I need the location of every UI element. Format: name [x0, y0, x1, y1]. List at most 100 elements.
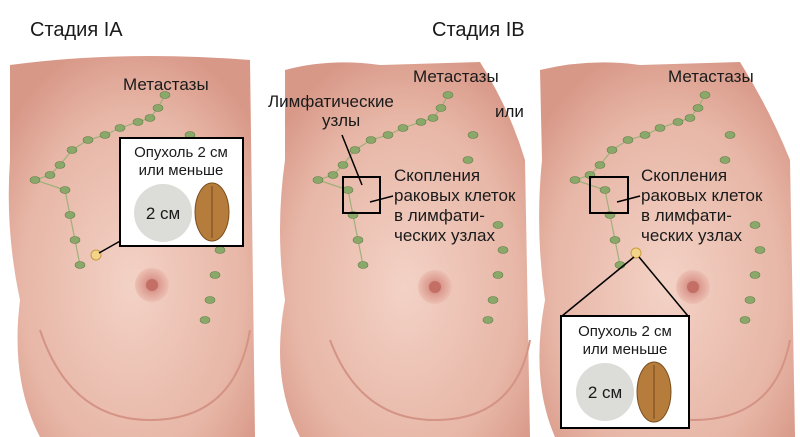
lymph-node: [427, 114, 439, 122]
clusters-label-3: в лимфати-: [394, 206, 485, 225]
lymph-node: [594, 161, 606, 169]
size-label: 2 см: [146, 204, 180, 223]
box-line-1: Опухоль 2 см: [134, 144, 228, 161]
lymph-node: [415, 118, 427, 126]
lymph-node: [397, 124, 409, 132]
size-circle: [134, 184, 192, 242]
lymph-node: [69, 236, 81, 244]
lymph-node: [29, 176, 41, 184]
lymph-node: [99, 131, 111, 139]
lymph-node: [199, 316, 211, 324]
lymph-node: [312, 176, 324, 184]
lymph-node: [144, 114, 156, 122]
lymph-node: [467, 131, 479, 139]
box-line-1: Опухоль 2 см: [578, 323, 672, 340]
lymph-node: [569, 176, 581, 184]
lymph-node: [342, 186, 354, 194]
lymph-node: [44, 171, 56, 179]
tumor-size-box: Опухоль 2 см или меньше 2 см: [119, 137, 244, 247]
lymph-node: [754, 246, 766, 254]
lymph-node: [609, 236, 621, 244]
lymph-node: [352, 236, 364, 244]
lymph-nodes-label-2: узлы: [322, 111, 360, 130]
lymph-node: [482, 316, 494, 324]
lymph-node: [719, 156, 731, 164]
nipple-center: [687, 281, 699, 293]
stage-ib-title: Стадия IB: [432, 19, 525, 41]
lymph-node: [462, 156, 474, 164]
lymph-node: [114, 124, 126, 132]
metastases-label: Метастазы: [413, 67, 499, 86]
stage-ia-title: Стадия IA: [30, 19, 123, 41]
lymph-node: [159, 91, 171, 99]
lymph-node: [152, 104, 164, 112]
lymph-node: [442, 91, 454, 99]
lymph-node: [684, 114, 696, 122]
lymph-node: [66, 146, 78, 154]
lymph-node: [382, 131, 394, 139]
lymph-node: [692, 104, 704, 112]
lymph-node: [337, 161, 349, 169]
box-line-2: или меньше: [583, 341, 668, 358]
nipple-center: [429, 281, 441, 293]
tumor-pointer-line-1: [561, 256, 635, 317]
lymph-node: [349, 146, 361, 154]
clusters-label-3: в лимфати-: [641, 206, 732, 225]
lymph-node: [327, 171, 339, 179]
lymph-node: [672, 118, 684, 126]
lymph-node: [699, 91, 711, 99]
lymph-node: [749, 221, 761, 229]
clusters-label-2: раковых клеток: [641, 186, 763, 205]
lymph-node: [132, 118, 144, 126]
breast-outline: [39, 329, 251, 422]
cluster-highlight-box: [342, 176, 381, 214]
lymph-node: [497, 246, 509, 254]
lymph-node: [74, 261, 86, 269]
clusters-label-1: Скопления: [641, 166, 727, 185]
lymph-nodes-label-1: Лимфатические: [268, 92, 394, 111]
lymph-node: [54, 161, 66, 169]
lymph-node: [214, 246, 226, 254]
box-line-2: или меньше: [139, 162, 224, 179]
lymph-node: [64, 211, 76, 219]
lymph-node: [82, 136, 94, 144]
panel-stage-ia: Метастазы Опухоль 2 см или меньше 2 см С…: [8, 19, 255, 437]
tumor-pointer-line: [98, 239, 123, 254]
lymph-node: [654, 124, 666, 132]
panel-stage-ib-a: Метастазы Лимфатические узлы или Скоплен…: [268, 19, 531, 437]
or-label: или: [495, 102, 524, 121]
cluster-pointer-line: [616, 195, 641, 203]
size-label: 2 см: [588, 383, 622, 402]
lymph-node: [744, 296, 756, 304]
lymph-node: [492, 271, 504, 279]
lymph-node: [59, 186, 71, 194]
lymph-node: [606, 146, 618, 154]
lymph-node: [622, 136, 634, 144]
panel-stage-ib-b: Метастазы Скопления раковых клеток в лим…: [539, 62, 795, 437]
breast-outline: [329, 339, 531, 422]
tumor-pointer-line-2: [638, 256, 689, 317]
cluster-highlight-box: [589, 176, 629, 214]
clusters-label-4: ческих узлах: [641, 226, 742, 245]
lymph-node: [204, 296, 216, 304]
torso: [280, 62, 530, 437]
tumor: [90, 249, 102, 261]
tumor-size-box: Опухоль 2 см или меньше 2 см: [560, 315, 690, 429]
clusters-label-2: раковых клеток: [394, 186, 516, 205]
lymph-node: [724, 131, 736, 139]
metastases-label: Метастазы: [668, 67, 754, 86]
lymph-node: [487, 296, 499, 304]
lymph-node: [739, 316, 751, 324]
nipple-center: [146, 279, 158, 291]
cluster-pointer-line: [369, 195, 394, 203]
lymph-node: [357, 261, 369, 269]
lymph-node: [599, 186, 611, 194]
tumor: [630, 247, 642, 259]
lymph-node: [492, 221, 504, 229]
lymph-node: [749, 271, 761, 279]
metastases-label: Метастазы: [123, 75, 209, 94]
lymph-node: [639, 131, 651, 139]
lymph-pointer-line: [341, 134, 363, 186]
lymph-node: [435, 104, 447, 112]
